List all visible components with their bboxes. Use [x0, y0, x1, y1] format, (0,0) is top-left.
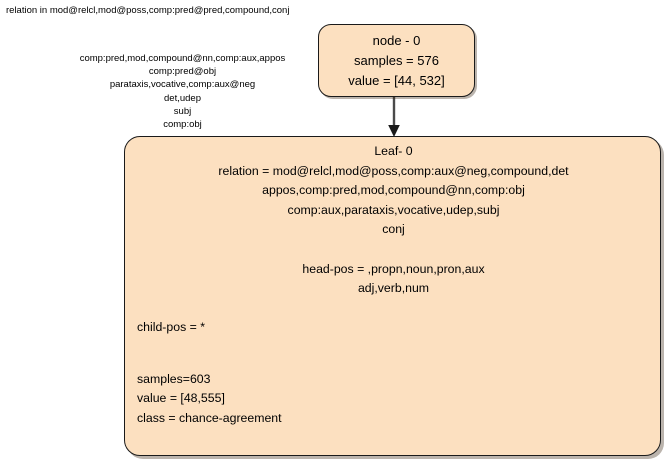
leaf-gap-1 [137, 240, 650, 260]
leaf-box-text: Leaf- 0 relation = mod@relcl,mod@poss,co… [137, 142, 650, 428]
tree-node-box[interactable]: node - 0 samples = 576 value = [44, 532] [318, 24, 475, 97]
tree-split-caption: relation in mod@relcl,mod@poss,comp:pred… [6, 5, 290, 16]
leaf-head-pos-line-2: adj,verb,num [357, 281, 430, 296]
edge-label-line-1: comp:pred,mod,compound@nn,comp:aux,appos [79, 53, 286, 64]
leaf-class: class = chance-agreement [137, 410, 282, 425]
edge-label-line-3: parataxis,vocative,comp:aux@neg [109, 79, 256, 91]
edge-label-line-5: subj [173, 105, 192, 117]
node-samples: samples = 576 [354, 53, 439, 68]
leaf-relation-line-3: comp:aux,parataxis,vocative,udep,subj [287, 202, 500, 217]
leaf-gap-3 [137, 338, 650, 358]
node-title: node - 0 [372, 33, 421, 48]
leaf-relation-line-2: appos,comp:pred,mod,compound@nn,comp:obj [262, 183, 525, 198]
leaf-relation-line-4: conj [382, 222, 405, 237]
edge-label-line-2: comp:pred@obj [148, 66, 217, 78]
leaf-head-pos-line-1: head-pos = ,propn,noun,pron,aux [302, 261, 485, 276]
leaf-relation-line-1: relation = mod@relcl,mod@poss,comp:aux@n… [218, 163, 569, 178]
leaf-value: value = [48,555] [137, 391, 225, 406]
tree-leaf-box[interactable]: Leaf- 0 relation = mod@relcl,mod@poss,co… [124, 136, 661, 456]
leaf-samples: samples=603 [137, 371, 211, 386]
leaf-gap-2 [137, 299, 650, 319]
edge-label-block: comp:pred,mod,compound@nn,comp:aux,appos… [40, 52, 325, 131]
node-value: value = [44, 532] [348, 73, 445, 88]
node-box-text: node - 0 samples = 576 value = [44, 532] [319, 31, 474, 91]
connector-arrow-icon [388, 96, 400, 137]
leaf-gap-4 [137, 358, 650, 370]
edge-label-line-6: comp:obj [163, 119, 202, 131]
leaf-title: Leaf- 0 [374, 144, 413, 158]
edge-label-line-4: det,udep [164, 92, 201, 104]
leaf-child-pos: child-pos = * [137, 320, 206, 335]
